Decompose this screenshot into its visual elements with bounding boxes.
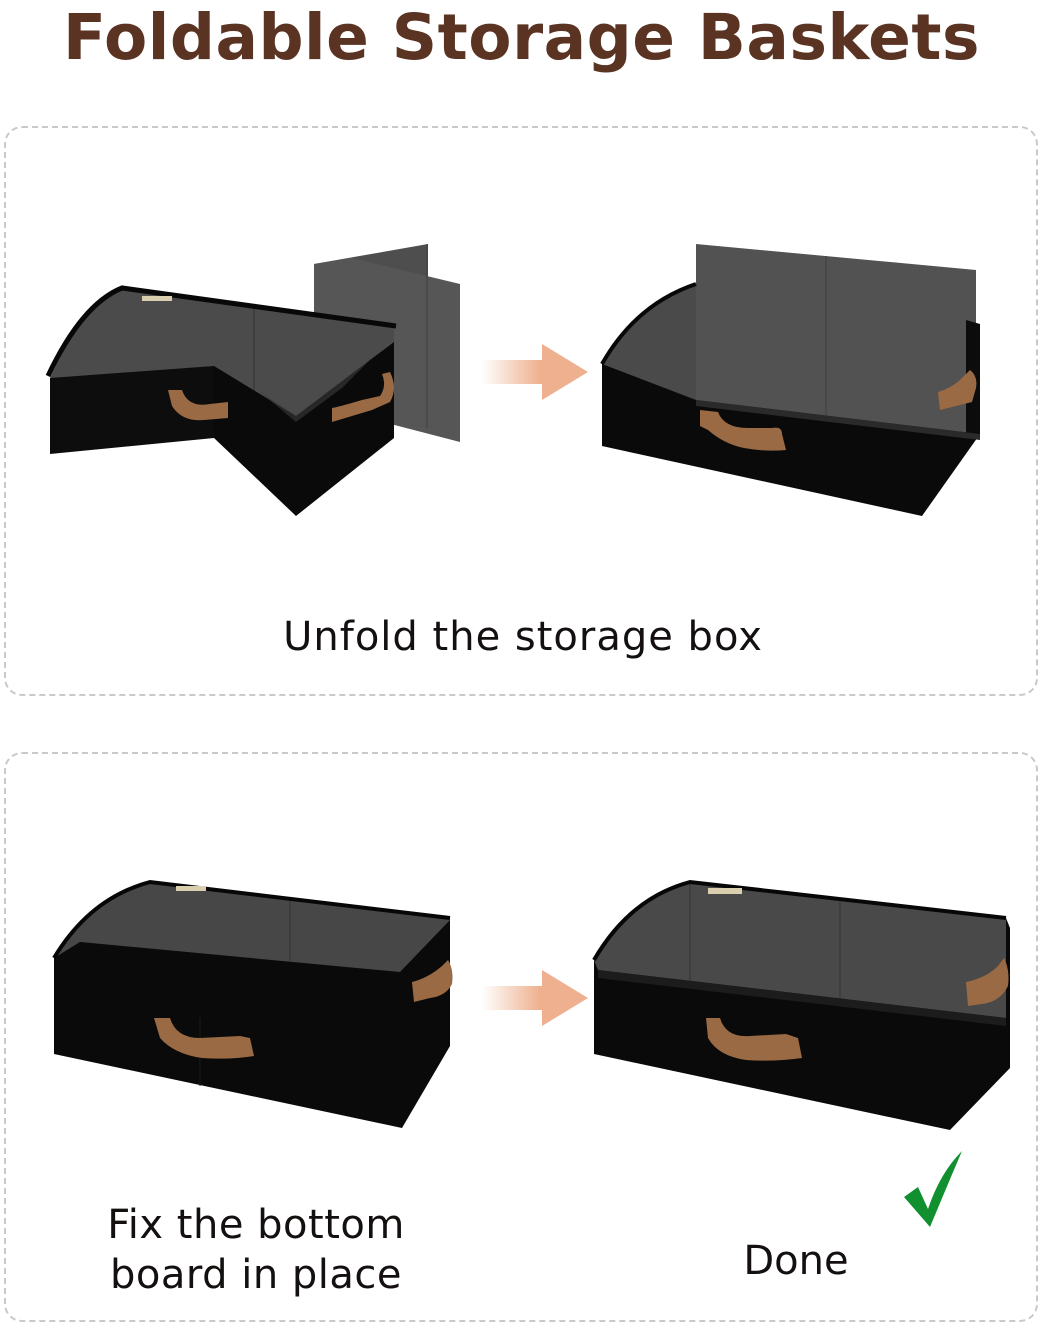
done-label: Done	[743, 1238, 849, 1284]
page-title: Foldable Storage Baskets	[62, 1, 980, 74]
step-caption-fix-board: Fix the bottom board in place	[46, 1200, 466, 1300]
caption-line-2: board in place	[109, 1252, 403, 1298]
step-caption-unfold: Unfold the storage box	[283, 614, 763, 660]
arrow-right-icon	[482, 970, 588, 1026]
finished-box-illustration	[592, 879, 1010, 1130]
step-panel-unfold: Unfold the storage box	[4, 126, 1038, 696]
caption-line-1: Fix the bottom	[107, 1202, 405, 1248]
arrow-right-icon	[482, 344, 588, 400]
step-panel-fix-board: Fix the bottom board in place Done	[4, 752, 1038, 1322]
unfolded-box-with-upright-board-illustration	[600, 244, 980, 516]
box-board-inserted-illustration	[52, 879, 453, 1128]
folded-box-with-board-illustration	[45, 244, 460, 516]
checkmark-icon	[904, 1151, 962, 1227]
